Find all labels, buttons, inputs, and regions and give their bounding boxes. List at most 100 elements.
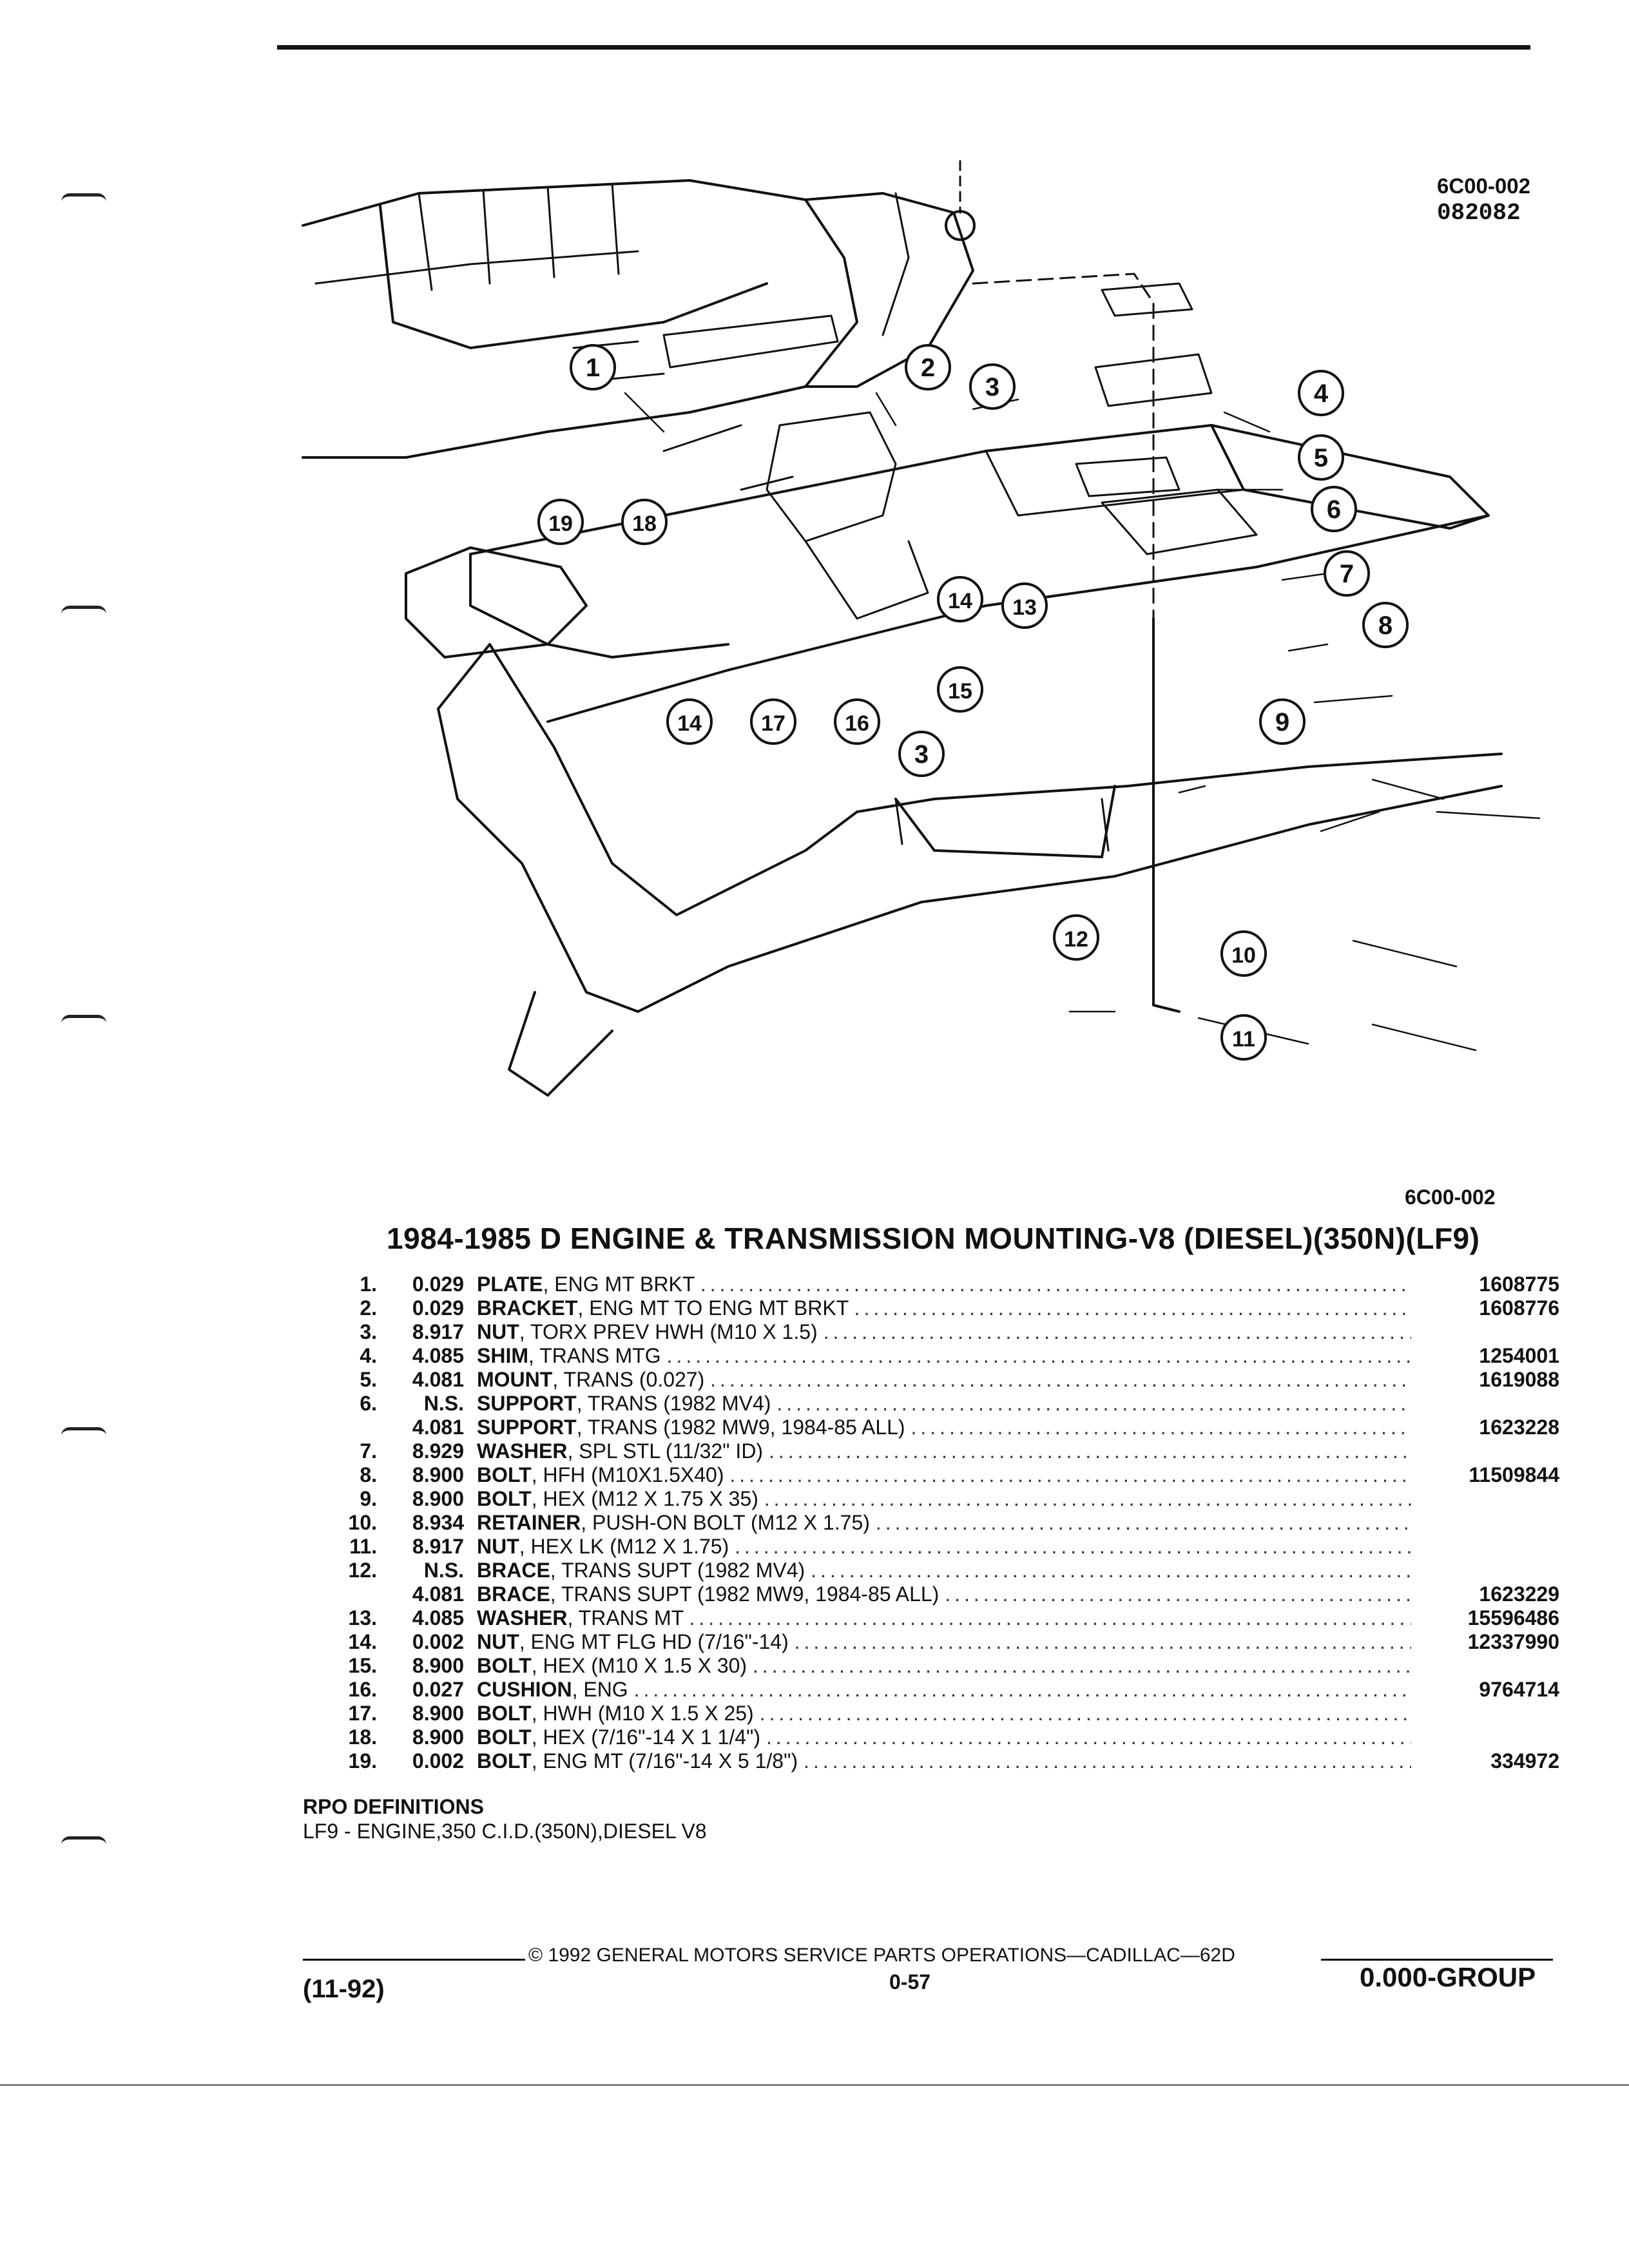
part-description: BOLT, HFH (M10X1.5X40) .................… — [477, 1463, 1411, 1487]
leader-dots: ........................................… — [804, 1749, 1411, 1773]
engine-mount-bracket — [766, 411, 897, 543]
part-catalog-number: 1608775 — [1479, 1273, 1559, 1296]
part-qty: 8.900 — [412, 1463, 464, 1486]
leader-dots: ........................................… — [633, 1678, 1411, 1701]
leader-dots: ........................................… — [729, 1463, 1411, 1486]
part-qty: 8.900 — [412, 1725, 464, 1749]
part-number: 10. — [348, 1511, 377, 1534]
diagram-code-bottom: 6C00-002 — [1405, 1186, 1496, 1209]
part-number: 8. — [360, 1463, 377, 1486]
page-title: 1984-1985 D ENGINE & TRANSMISSION MOUNTI… — [387, 1222, 1480, 1255]
part-description: MOUNT, TRANS (0.027) ...................… — [477, 1368, 1411, 1392]
part-number: 17. — [348, 1702, 377, 1725]
part-qty: 8.900 — [412, 1702, 464, 1725]
engine-block — [302, 179, 858, 459]
binder-hole-mark — [61, 193, 106, 202]
leader-dots: ........................................… — [911, 1416, 1411, 1439]
part-catalog-number: 1254001 — [1479, 1344, 1559, 1367]
rpo-heading: RPO DEFINITIONS — [303, 1795, 484, 1818]
part-description: BOLT, HWH (M10 X 1.5 X 25) .............… — [477, 1702, 1411, 1725]
leader-dots: ........................................… — [735, 1535, 1411, 1558]
top-rule — [277, 45, 1530, 50]
parts-row: 6.N.S.SUPPORT, TRANS (1982 MV4) ........… — [335, 1392, 1559, 1416]
svg-text:4: 4 — [1314, 380, 1329, 408]
frame-crossmember — [469, 424, 1490, 723]
part-description: BRACKET, ENG MT TO ENG MT BRKT .........… — [477, 1296, 1411, 1320]
part-name: BRACE — [477, 1559, 550, 1582]
part-name: BOLT — [477, 1463, 532, 1486]
leader-dots: ........................................… — [794, 1630, 1411, 1653]
svg-text:6: 6 — [1327, 495, 1341, 524]
engine-mount-pad-left — [405, 546, 588, 658]
part-detail: , PUSH-ON BOLT (M12 X 1.75) — [581, 1511, 870, 1534]
callout-12: 12 — [1053, 914, 1099, 961]
part-detail: , HEX (7/16"-14 X 1 1/4") — [531, 1725, 761, 1749]
parts-row: 17. 8.900 BOLT, HWH (M10 X 1.5 X 25) .....… — [335, 1702, 1559, 1725]
part-detail: , ENG MT FLG HD (7/16"-14) — [519, 1630, 789, 1653]
part-name: RETAINER — [477, 1511, 581, 1534]
part-description: BOLT, HEX (7/16"-14 X 1 1/4") ..........… — [477, 1725, 1411, 1749]
callout-10: 10 — [1220, 930, 1267, 977]
part-number: 7. — [360, 1439, 377, 1463]
part-name: NUT — [477, 1630, 519, 1653]
page-number: 0-57 — [889, 1970, 931, 1994]
part-name: BRACKET — [477, 1296, 578, 1320]
part-name: SUPPORT — [477, 1392, 577, 1415]
part-detail: , SPL STL (11/32" ID) — [567, 1439, 764, 1463]
part-detail: , ENG MT BRKT — [543, 1273, 695, 1296]
part-name: BOLT — [477, 1702, 532, 1725]
part-name: PLATE — [477, 1273, 543, 1296]
part-qty: 4.085 — [412, 1344, 464, 1367]
part-description: BOLT, HEX (M12 X 1.75 X 35) ............… — [477, 1487, 1411, 1511]
leader-dots: ........................................… — [689, 1606, 1411, 1629]
part-number: 2. — [360, 1296, 377, 1320]
callout-11: 11 — [1220, 1014, 1267, 1061]
part-catalog-number: 11509844 — [1469, 1463, 1559, 1486]
part-description: WASHER, SPL STL (11/32" ID) ............… — [477, 1439, 1411, 1463]
part-detail: , HEX (M12 X 1.75 X 35) — [531, 1487, 758, 1510]
svg-text:3: 3 — [985, 373, 999, 401]
part-number: 19. — [348, 1749, 377, 1773]
leader-dots: ........................................… — [854, 1296, 1411, 1320]
part-name: SUPPORT — [477, 1416, 577, 1439]
part-catalog-number: 15596486 — [1467, 1606, 1559, 1629]
diagram-serial: 082082 — [1437, 200, 1521, 226]
part-detail: , ENG — [572, 1678, 628, 1701]
part-qty: 4.085 — [412, 1606, 464, 1629]
binder-hole-mark — [61, 1836, 106, 1845]
svg-text:10: 10 — [1231, 943, 1256, 968]
diagram-code: 6C00-002 — [1437, 174, 1530, 198]
leader-dots: ........................................… — [768, 1439, 1411, 1463]
part-number: 4. — [360, 1344, 377, 1367]
callout-13: 13 — [1001, 582, 1048, 629]
part-description: BOLT, ENG MT (7/16"-14 X 5 1/8") .......… — [477, 1749, 1411, 1773]
svg-text:17: 17 — [761, 711, 786, 736]
part-qty: 0.029 — [412, 1296, 464, 1320]
leader-dots: ........................................… — [945, 1582, 1411, 1606]
part-catalog-number: 1623229 — [1479, 1582, 1559, 1606]
part-number: 5. — [360, 1368, 377, 1391]
svg-text:19: 19 — [548, 512, 573, 536]
callout-6: 6 — [1311, 486, 1357, 532]
part-name: BOLT — [477, 1654, 532, 1677]
engine-mount-plate — [662, 314, 839, 369]
revision-date: (11-92) — [303, 1975, 385, 2003]
svg-text:13: 13 — [1012, 595, 1037, 620]
leader-dots: ........................................… — [823, 1320, 1411, 1343]
binder-hole-mark — [61, 1427, 106, 1436]
part-qty: 8.900 — [412, 1487, 464, 1510]
callout-9: 9 — [1259, 698, 1306, 745]
part-detail: , TRANS MT — [567, 1606, 684, 1629]
part-number: 14. — [348, 1630, 377, 1653]
part-detail: , TRANS (1982 MV4) — [576, 1392, 771, 1415]
part-detail: , TRANS (0.027) — [552, 1368, 705, 1391]
part-name: SHIM — [477, 1344, 528, 1367]
part-name: NUT — [477, 1535, 519, 1558]
svg-text:15: 15 — [948, 679, 972, 704]
part-qty: 4.081 — [412, 1368, 464, 1391]
